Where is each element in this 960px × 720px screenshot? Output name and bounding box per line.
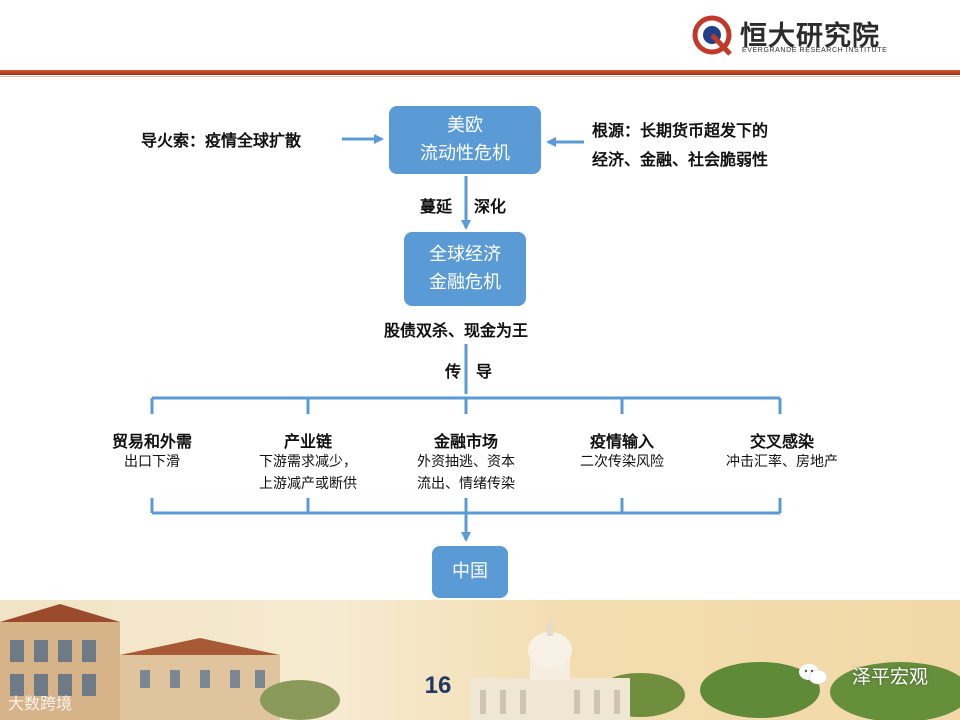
wechat-icon [799,664,828,685]
box-global-crisis: 全球经济 金融危机 [404,232,526,306]
trigger-text: 导火索：疫情全球扩散 [141,131,302,150]
watermark-dashu: 大数跨境 [8,694,73,713]
capitol-building [470,622,630,720]
channel-4-line1: 二次传染风险 [580,454,664,470]
target-box-label: 中国 [452,561,488,582]
watermark-zepin: 泽平宏观 [851,666,928,688]
channel-4-title: 疫情输入 [589,432,654,451]
box-us-eu-liquidity-crisis: 美欧 流动性危机 [389,106,541,174]
header-divider [0,70,960,75]
brand-name-cn: 恒大研究院 [740,21,880,52]
channel-3-title: 金融市场 [433,432,498,451]
scenery-illustration [0,604,960,720]
below-box2-text: 股债双杀、现金为王 [384,321,529,340]
box-china: 中国 [432,546,508,598]
page-number: 16 [424,672,452,699]
footer-scenery [0,600,960,720]
channel-5-title: 交叉感染 [749,432,814,451]
evergrande-logo: 恒大研究院 EVERGRANDE RESEARCH INSTITUTE [690,12,890,60]
channel-3-line2: 流出、情绪传染 [417,476,515,492]
root-text-line1: 根源：长期货币超发下的 [592,121,769,140]
edge1-label-left: 蔓延 [420,197,453,216]
channel-2-line1: 下游需求减少， [259,454,357,470]
channel-2-title: 产业链 [283,432,332,451]
root-text-line2: 经济、金融、社会脆弱性 [592,150,769,169]
channel-1-line1: 出口下滑 [124,454,180,470]
villa-building-left [0,604,280,720]
header-divider-thin [0,76,960,77]
edge1-label-right: 深化 [474,197,507,216]
brand-name-en: EVERGRANDE RESEARCH INSTITUTE [742,47,888,54]
box1-line1: 美欧 [447,115,483,136]
channel-1-title: 贸易和外需 [111,432,192,451]
edge2-label-left: 传 [445,362,462,381]
channel-5-line1: 冲击汇率、房地产 [726,454,838,470]
evergrande-logo-icon [692,15,732,56]
box1-line2: 流动性危机 [420,143,510,164]
channel-3-line1: 外资抽逃、资本 [417,454,515,470]
box2-line2: 金融危机 [429,272,501,293]
edge2-label-right: 导 [476,362,493,381]
channel-2-line2: 上游减产或断供 [259,476,357,492]
box2-line1: 全球经济 [429,244,501,265]
